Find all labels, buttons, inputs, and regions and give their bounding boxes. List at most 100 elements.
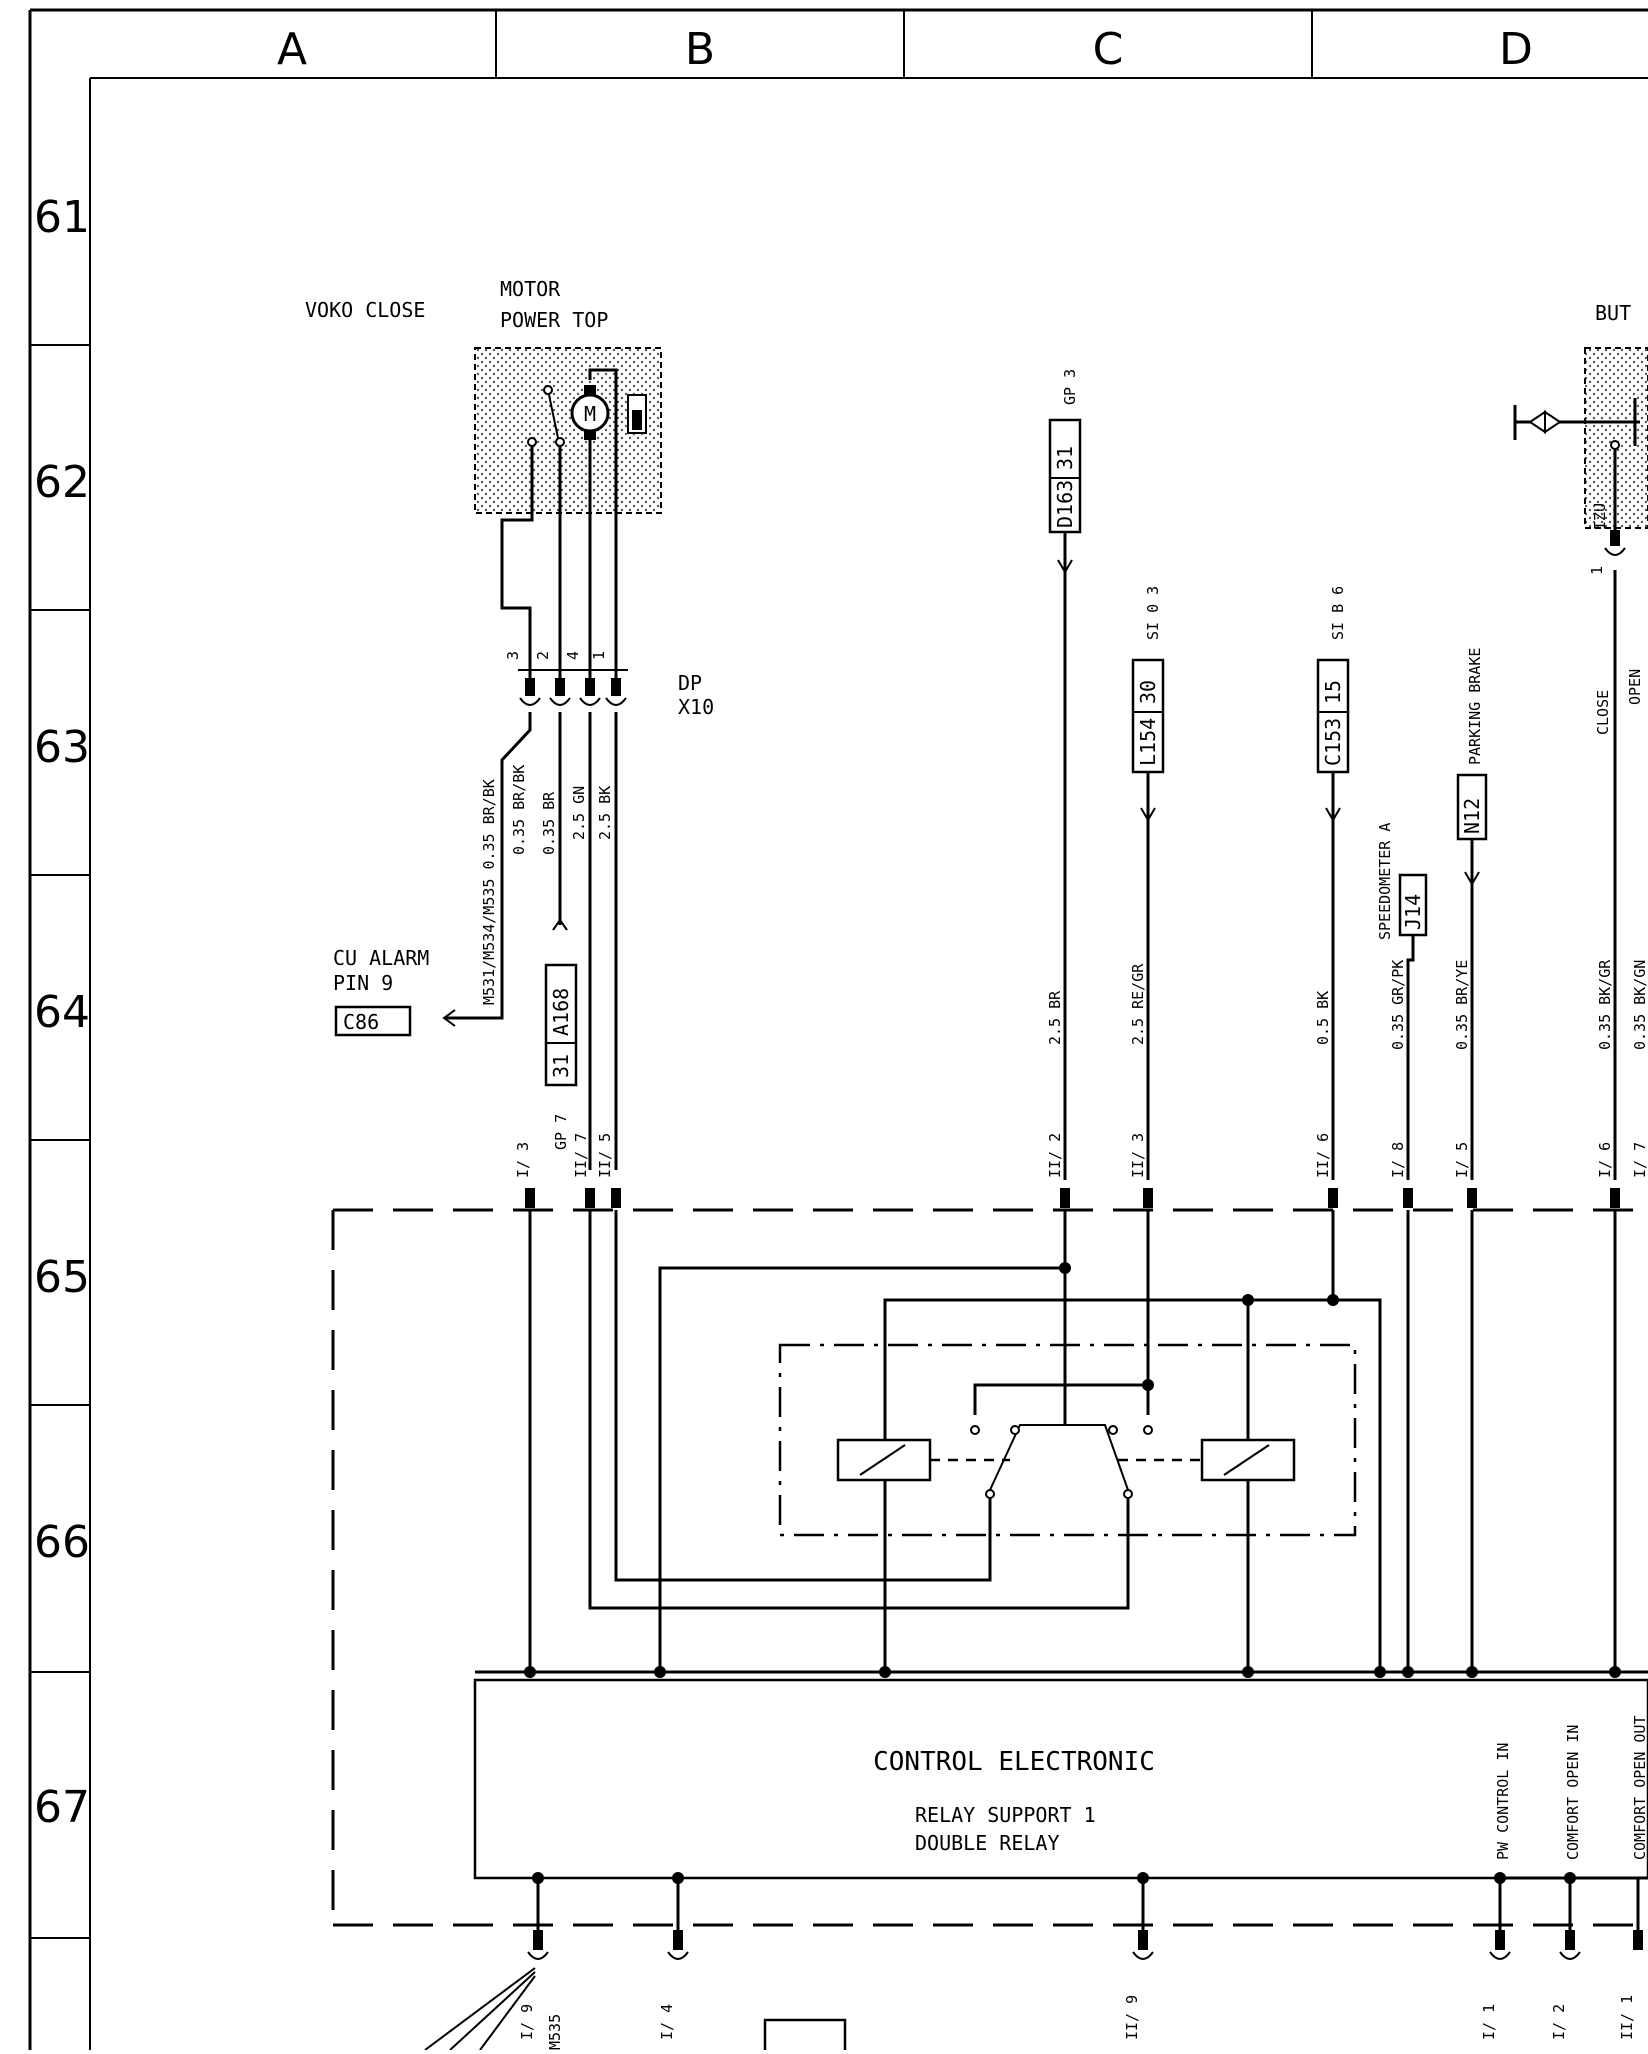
wire-label-5: 2.5 BK xyxy=(596,786,614,840)
wire-label-d1: 0.35 GR/PK xyxy=(1389,960,1407,1050)
double-relay-icon xyxy=(778,1343,1357,1537)
pin-i7: I/ 7 xyxy=(1631,1142,1648,1178)
cu-alarm-pin-label: PIN 9 xyxy=(333,971,393,995)
j14-box xyxy=(1398,873,1428,937)
pin-i3: I/ 3 xyxy=(514,1142,532,1178)
arrow-to-cu-alarm xyxy=(442,1009,456,1027)
column-header-c: C xyxy=(1093,24,1124,75)
pw-control-in-label: PW CONTROL IN xyxy=(1494,1743,1512,1860)
l154-box xyxy=(1131,658,1165,774)
control-electronic-box xyxy=(473,1678,1648,1880)
row-header-66: 66 xyxy=(34,1517,90,1568)
button-label: BUT xyxy=(1595,301,1631,325)
dp-pin-2: 2 xyxy=(534,651,552,660)
wire-label-d4: 0.35 BK/GN xyxy=(1631,960,1648,1050)
pin-i5: I/ 5 xyxy=(1453,1142,1471,1178)
pin-ii7: II/ 7 xyxy=(572,1133,590,1178)
cu-alarm-label: CU ALARM xyxy=(333,946,429,970)
column-header-d: D xyxy=(1499,24,1533,75)
drawing-frame xyxy=(28,8,1648,2050)
speedometer-label: SPEEDOMETER A xyxy=(1376,823,1394,940)
motor-power-top: M xyxy=(474,347,662,514)
dp-pin-1: 1 xyxy=(590,651,608,660)
pin-i8: I/ 8 xyxy=(1389,1142,1407,1178)
pin-ii5: II/ 5 xyxy=(596,1133,614,1178)
wire-label-1: M531/M534/M535 0.35 BR/BK xyxy=(480,779,498,1005)
button-pin-1: 1 xyxy=(1588,566,1606,575)
pin-ii2: II/ 2 xyxy=(1046,1133,1064,1178)
power-top-label: POWER TOP xyxy=(500,308,608,332)
row-header-61: 61 xyxy=(34,192,90,243)
c153-pin: 15 xyxy=(1321,680,1345,704)
motor-symbol: M xyxy=(584,402,596,426)
n12-box xyxy=(1456,773,1488,841)
x10-label: X10 xyxy=(678,695,714,719)
gp7-label: GP 7 xyxy=(552,1114,570,1150)
pin-lower-i1: I/ 1 xyxy=(1480,2004,1498,2040)
pin-lower-m535: M535 xyxy=(546,2014,564,2050)
c153-box xyxy=(1316,658,1350,774)
pin-i6: I/ 6 xyxy=(1596,1142,1614,1178)
si03-label: SI 0 3 xyxy=(1144,586,1162,640)
dp-label: DP xyxy=(678,671,702,695)
comfort-open-in-label: COMFORT OPEN IN xyxy=(1564,1725,1582,1860)
voko-close-label: VOKO CLOSE xyxy=(305,298,425,322)
a168-box xyxy=(544,963,578,1087)
row-header-64: 64 xyxy=(34,987,90,1038)
relay-support-label: RELAY SUPPORT 1 xyxy=(915,1803,1096,1827)
pin-lower-i4: I/ 4 xyxy=(658,2004,676,2040)
wire-label-4: 2.5 GN xyxy=(570,786,588,840)
open-label: OPEN xyxy=(1626,669,1644,705)
dp-pin-3: 3 xyxy=(504,651,522,660)
d163-pin: 31 xyxy=(1053,446,1077,470)
wire-label-c1: 2.5 BR xyxy=(1046,990,1064,1045)
wire-label-c3: 0.5 BK xyxy=(1314,991,1332,1045)
motor-wiring xyxy=(500,368,618,680)
connector-dp-x10: 3 2 4 1 xyxy=(504,651,628,706)
l154-ref: L154 xyxy=(1136,718,1160,766)
relay-module-boundary xyxy=(331,1208,1648,1927)
close-label: CLOSE xyxy=(1594,690,1612,735)
pin-lower-i9: I/ 9 xyxy=(518,2004,536,2040)
row-header-65: 65 xyxy=(34,1252,90,1303)
j14-ref: J14 xyxy=(1401,894,1425,930)
control-electronic-label: CONTROL ELECTRONIC xyxy=(873,1747,1155,1777)
l154-pin: 30 xyxy=(1136,680,1160,704)
column-header-a: A xyxy=(277,24,307,75)
column-header-b: B xyxy=(685,24,715,75)
a168-ref: A168 xyxy=(549,988,573,1036)
a168-pin: 31 xyxy=(549,1054,573,1078)
wire-d1 xyxy=(1406,935,1415,1180)
wire-label-d3: 0.35 BK/GR xyxy=(1596,959,1614,1050)
cu-alarm-ref: C86 xyxy=(343,1010,379,1034)
cu-alarm-box xyxy=(334,1005,412,1037)
d163-ref: D163 xyxy=(1053,480,1077,528)
row-header-63: 63 xyxy=(34,722,90,773)
row-header-62: 62 xyxy=(34,457,90,508)
izu-label: IZU xyxy=(1591,503,1609,530)
dp-wires xyxy=(445,712,618,1170)
row-header-67: 67 xyxy=(34,1782,90,1833)
dp-pin-4: 4 xyxy=(564,651,582,660)
motor-label: MOTOR xyxy=(500,277,561,301)
pin-lower-ii9: II/ 9 xyxy=(1123,1995,1141,2040)
pin-ii6: II/ 6 xyxy=(1314,1133,1332,1178)
parking-brake-label: PARKING BRAKE xyxy=(1466,648,1484,765)
double-relay-label: DOUBLE RELAY xyxy=(915,1831,1060,1855)
button-switch-icon xyxy=(1513,347,1648,556)
pin-lower-ii1: II/ 1 xyxy=(1618,1995,1636,2040)
internal-wiring xyxy=(475,1210,1648,1678)
wire-label-c2: 2.5 RE/GR xyxy=(1129,963,1147,1045)
wire-label-3: 0.35 BR xyxy=(540,791,558,855)
lower-wiring xyxy=(424,1872,1648,2054)
pin-ii3: II/ 3 xyxy=(1129,1133,1147,1178)
gp3-label: GP 3 xyxy=(1061,369,1079,405)
n12-ref: N12 xyxy=(1460,798,1484,834)
comfort-open-out-label: COMFORT OPEN OUT xyxy=(1631,1716,1648,1861)
pin-lower-i2: I/ 2 xyxy=(1550,2004,1568,2040)
upper-pin-connectors xyxy=(525,1188,1620,1208)
sib6-label: SI B 6 xyxy=(1329,586,1347,640)
wire-label-d2: 0.35 BR/YE xyxy=(1453,960,1471,1050)
wire-label-2: 0.35 BR/BK xyxy=(510,765,528,855)
